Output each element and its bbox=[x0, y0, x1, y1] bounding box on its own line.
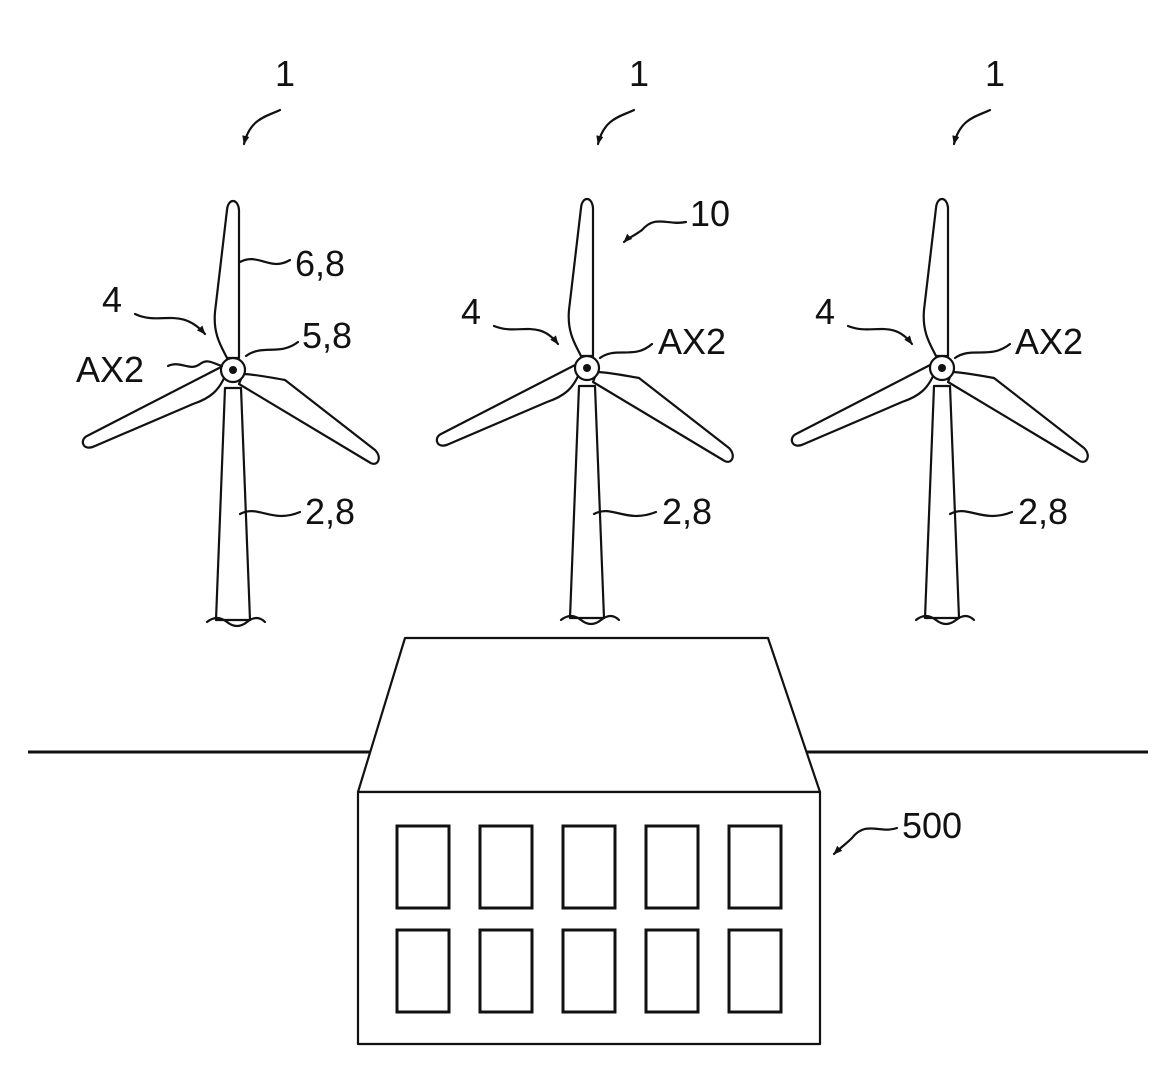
turbine-3-tower-label: 2,8 bbox=[1018, 491, 1068, 532]
turbine-2-ref-label: 1 bbox=[629, 53, 649, 94]
turbine-1-blade-leader bbox=[240, 259, 290, 264]
turbine-2-axis-leader bbox=[600, 344, 652, 358]
building-ref-arrow bbox=[834, 828, 897, 854]
turbine-3-rotor-arrow bbox=[848, 326, 912, 344]
turbine-2-rotor-label: 4 bbox=[461, 291, 481, 332]
turbine-3-rotor-label: 4 bbox=[815, 291, 835, 332]
turbine-3-ref-arrow bbox=[954, 110, 990, 144]
turbine-1-rotor-arrow bbox=[135, 314, 205, 334]
turbine-1-blade-label: 6,8 bbox=[295, 243, 345, 284]
turbine-3-axis-leader bbox=[955, 344, 1010, 358]
turbine-2-ref-arrow bbox=[598, 110, 634, 144]
building-body bbox=[358, 792, 820, 1044]
turbine-2-axis-label: AX2 bbox=[658, 321, 726, 362]
turbine-1-axis-leader bbox=[168, 361, 222, 366]
turbine-1-ref-label: 1 bbox=[275, 53, 295, 94]
turbine-2-tower-label: 2,8 bbox=[662, 491, 712, 532]
turbine-2-tower-leader bbox=[594, 511, 656, 516]
turbine-1-hub-label: 5,8 bbox=[302, 315, 352, 356]
turbine-1-tower-leader bbox=[240, 511, 300, 516]
turbine-1-ref-arrow bbox=[244, 110, 280, 144]
turbine-1-rotor-label: 4 bbox=[102, 279, 122, 320]
turbine-2-tip-label: 10 bbox=[690, 193, 730, 234]
turbine-2: 1 10 4 AX2 2,8 bbox=[437, 53, 733, 624]
turbine-3-axis-label: AX2 bbox=[1015, 321, 1083, 362]
turbine-3-ref-label: 1 bbox=[985, 53, 1005, 94]
building: 500 bbox=[358, 638, 962, 1044]
building-ref-label: 500 bbox=[902, 805, 962, 846]
turbine-1-axis-label: AX2 bbox=[76, 349, 144, 390]
turbine-1: 1 4 AX2 6,8 5,8 2,8 bbox=[76, 53, 379, 626]
building-roof bbox=[358, 638, 820, 792]
turbine-1-tower-label: 2,8 bbox=[305, 491, 355, 532]
turbine-2-rotor-arrow bbox=[494, 326, 558, 344]
turbine-2-tip-arrow bbox=[624, 221, 686, 242]
turbine-3: 1 4 AX2 2,8 bbox=[792, 53, 1088, 624]
turbine-1-hub-leader bbox=[246, 342, 298, 356]
turbine-3-tower-leader bbox=[950, 511, 1012, 516]
